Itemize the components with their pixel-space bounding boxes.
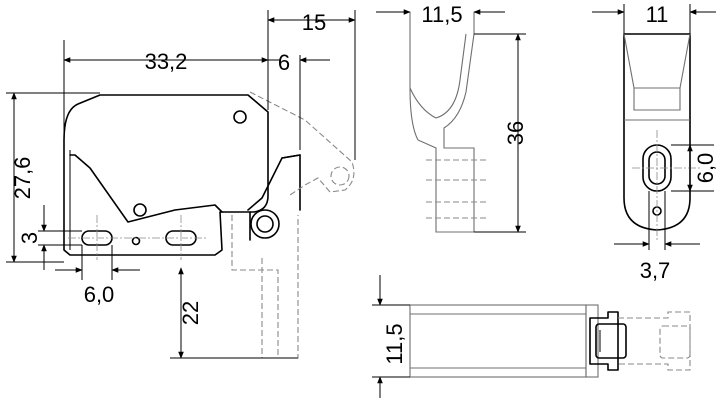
end-view: 11 6,0 3,7 bbox=[592, 2, 718, 283]
front-view: 33,2 15 6 27,6 3 6,0 22 bbox=[6, 10, 356, 359]
dim-side-width: 11,5 bbox=[421, 2, 462, 27]
side-profile bbox=[409, 12, 475, 233]
dim-front-height: 27,6 bbox=[10, 157, 35, 200]
housing-outline bbox=[63, 94, 269, 256]
roller-open-position bbox=[330, 166, 350, 186]
dim-arm-reach: 15 bbox=[302, 10, 326, 35]
latch-arm-body bbox=[249, 154, 301, 241]
dim-end-width: 11 bbox=[646, 2, 669, 27]
housing-cutout bbox=[69, 154, 223, 223]
top-body bbox=[409, 304, 587, 378]
dim-top-height: 11,5 bbox=[382, 323, 407, 364]
dim-end-hole-width: 3,7 bbox=[640, 258, 671, 283]
latch-arm bbox=[247, 154, 301, 211]
dim-side-height: 36 bbox=[503, 121, 528, 145]
top-roller-body bbox=[595, 323, 627, 359]
top-end-cap bbox=[585, 304, 599, 378]
dim-front-width: 33,2 bbox=[145, 49, 188, 74]
side-hook bbox=[409, 33, 467, 119]
front-hole-small bbox=[131, 236, 141, 246]
dim-arm-offset: 6 bbox=[278, 50, 290, 75]
side-view: 11,5 36 bbox=[376, 2, 528, 233]
dim-slot-height: 3 bbox=[17, 232, 42, 244]
roller-inner bbox=[256, 215, 274, 233]
front-hole-top bbox=[233, 110, 247, 124]
dim-slot-spacing: 6,0 bbox=[84, 282, 115, 307]
top-roller bbox=[589, 311, 619, 371]
end-chamfer bbox=[623, 33, 691, 111]
roller-outer bbox=[250, 209, 280, 239]
top-open-position bbox=[618, 311, 691, 371]
dim-mount-drop: 22 bbox=[178, 301, 203, 325]
arm-open-position bbox=[249, 91, 355, 196]
strike-plate bbox=[231, 215, 299, 359]
top-view: 11,5 bbox=[372, 275, 691, 398]
top-roller-open bbox=[659, 325, 691, 359]
dim-end-slot-height: 6,0 bbox=[693, 153, 718, 184]
front-hole-middle bbox=[133, 203, 147, 217]
